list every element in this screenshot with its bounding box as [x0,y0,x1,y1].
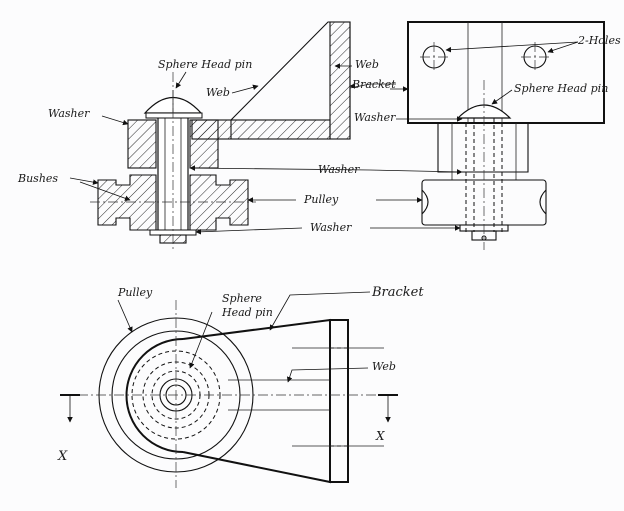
pulley-right-section [189,174,249,231]
label-web-front: Web [206,86,230,99]
washer-top [145,112,203,119]
bracket-side-plate [407,21,605,124]
label-bracket-plan: Bracket [371,285,424,300]
label-washer-front: Washer [48,107,90,120]
bracket-plan-plate [329,319,349,483]
label-web-plan: Web [372,360,396,373]
label-pulley-plan: Pulley [117,286,153,299]
label-bushes: Bushes [17,172,58,185]
boss-right [189,119,219,169]
bracket-plan-outline [182,318,331,484]
labels: Sphere Head pin Web Washer Bushes Web Br… [17,34,621,464]
label-sphere-head-pin-top: Sphere Head pin [158,58,252,71]
label-washer-mid: Washer [318,163,360,176]
boss-left [127,119,157,169]
pulley-left-section [97,174,157,231]
boss-side [437,123,529,173]
side-view [407,21,605,250]
plan-view [60,300,398,488]
front-view [90,21,351,252]
leader-lines [69,41,579,383]
label-pulley-mid: Pulley [303,193,339,206]
label-washer-bottom: Washer [310,221,352,234]
label-x-left: X [57,449,68,464]
label-sphere-plan-1: Sphere [222,292,262,305]
label-x-right: X [375,429,385,443]
label-washer-side: Washer [354,111,396,124]
label-web-side: Web [355,58,379,71]
label-sphere-head-pin-side: Sphere Head pin [514,82,608,95]
label-two-holes: 2-Holes [577,34,621,47]
label-sphere-plan-2: Head pin [221,306,273,319]
label-bracket-side: Bracket [351,78,396,91]
bracket-vertical-plate [329,21,351,140]
